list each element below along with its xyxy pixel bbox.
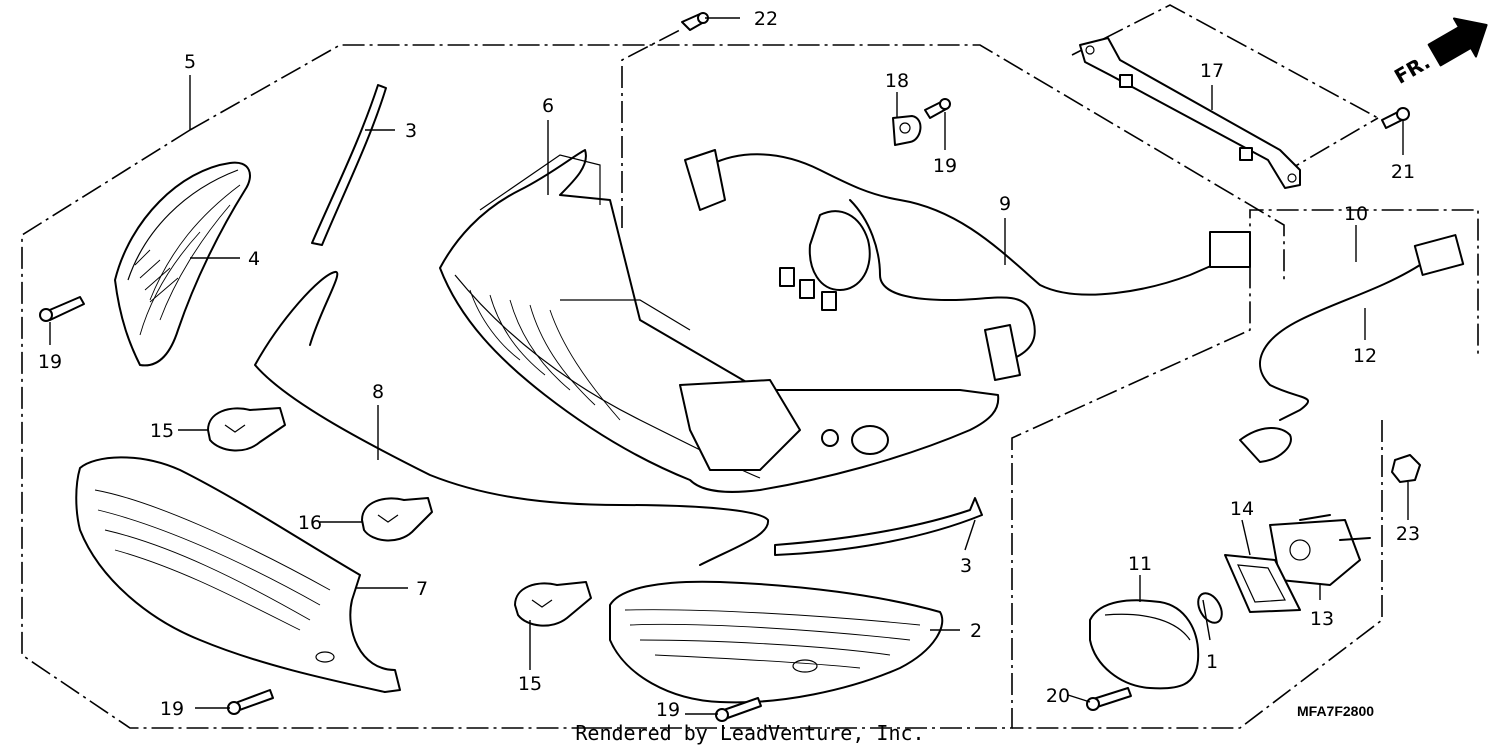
callout-18: 18 (885, 70, 909, 92)
callout-17: 17 (1200, 60, 1224, 82)
callout-21: 21 (1391, 161, 1415, 183)
nut-23 (1391, 454, 1421, 483)
callout-4: 4 (248, 248, 260, 270)
screw-19-lower-right (715, 697, 762, 722)
callout-7: 7 (416, 578, 428, 600)
callout-15-lower: 15 (518, 673, 542, 695)
callout-8: 8 (372, 381, 384, 403)
screw-22 (681, 12, 709, 31)
part-left-lens-housing (114, 161, 251, 367)
callout-14: 14 (1230, 498, 1254, 520)
screw-20 (1086, 687, 1132, 711)
part-right-lower-lens (609, 580, 944, 704)
screw-19-clamp (924, 98, 951, 119)
drawing-code: MFA7F2800 (1297, 703, 1374, 719)
wire-connector (1413, 234, 1465, 276)
part-bulb-15-lower (514, 581, 592, 627)
callout-10: 10 (1344, 203, 1368, 225)
part-license-bulb (1197, 592, 1223, 624)
front-direction-label: FR. (1390, 49, 1434, 88)
screws (39, 12, 1421, 722)
callout-labels: 1 2 3 3 4 5 6 7 8 9 10 11 12 13 14 15 15… (38, 8, 1420, 721)
callout-19-lower-right: 19 (656, 699, 680, 721)
callout-3-upper: 3 (405, 120, 417, 142)
leader-lines (49, 17, 1409, 715)
callout-15-upper: 15 (150, 420, 174, 442)
part-gasket (1224, 554, 1301, 613)
part-wire-seal (254, 271, 770, 566)
callout-22: 22 (754, 8, 778, 30)
part-bulb-16 (361, 497, 433, 542)
credit-text: Rendered by LeadVenture, Inc. (575, 721, 924, 745)
callout-12: 12 (1353, 345, 1377, 367)
front-direction-arrow: FR. (1390, 17, 1488, 89)
callout-6: 6 (542, 95, 554, 117)
part-left-lower-lens (75, 456, 401, 693)
part-license-light-base (1269, 514, 1371, 586)
part-taillight-housing (439, 149, 1000, 493)
screw-19-upper-left (39, 296, 85, 322)
callout-16: 16 (298, 512, 322, 534)
callout-19-clamp: 19 (933, 155, 957, 177)
callout-20: 20 (1046, 685, 1070, 707)
callout-1: 1 (1206, 651, 1218, 673)
screw-19-lower-left (227, 689, 274, 715)
part-wire-harness (684, 149, 1251, 381)
callout-5: 5 (184, 51, 196, 73)
callout-19-lower-left: 19 (160, 698, 184, 720)
callout-19-upper-left: 19 (38, 351, 62, 373)
callout-13: 13 (1310, 608, 1334, 630)
part-clamp (892, 115, 922, 146)
part-seal-strip-lower (774, 497, 983, 556)
part-license-lens (1089, 599, 1200, 690)
harness-connector (1209, 231, 1251, 268)
callout-9: 9 (999, 193, 1011, 215)
screw-21 (1381, 107, 1410, 129)
callout-23: 23 (1396, 523, 1420, 545)
part-license-light-wire (1239, 234, 1465, 463)
part-seal-strip-upper (311, 84, 387, 246)
callout-11: 11 (1128, 553, 1152, 575)
part-bracket (1079, 37, 1301, 189)
callout-3-lower: 3 (960, 555, 972, 577)
callout-2: 2 (970, 620, 982, 642)
part-bulb-15-upper (207, 407, 286, 452)
